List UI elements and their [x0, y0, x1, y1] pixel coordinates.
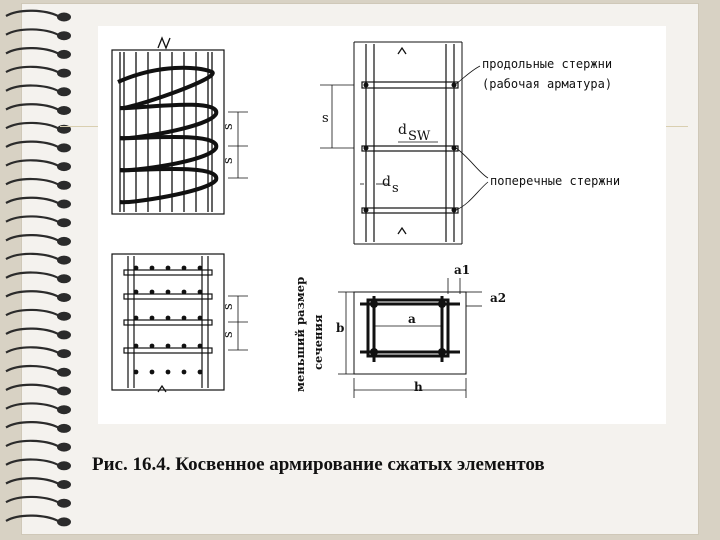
ring-hole-icon [57, 349, 71, 359]
ring-hole-icon [57, 461, 71, 471]
label-ds-d: d [382, 174, 391, 190]
ring-hole-icon [57, 293, 71, 302]
label-ds-sub: s [392, 181, 399, 196]
ring-icon [5, 28, 59, 36]
spiral-reinforcement-figure [111, 36, 248, 215]
ring-icon [5, 458, 59, 466]
ring-icon [5, 495, 59, 504]
label-dim-a: a [408, 312, 416, 326]
label-spiral-s1: s [221, 123, 236, 130]
ring-hole-icon [57, 480, 71, 489]
notebook-rings [5, 9, 71, 527]
ring-hole-icon [57, 87, 71, 97]
label-dsw-sub: SW [408, 129, 431, 144]
ring-hole-icon [57, 367, 71, 377]
label-smaller-size-line2: сечения [311, 314, 325, 370]
ring-icon [5, 402, 59, 410]
ring-icon [5, 177, 59, 186]
ring-icon [5, 234, 59, 242]
label-longitudinal-line2: (рабочая арматура) [482, 77, 612, 91]
decorative-line-left [60, 126, 98, 127]
ring-icon [5, 439, 59, 448]
ring-hole-icon [57, 143, 71, 153]
ring-icon [5, 308, 59, 317]
ring-icon [5, 364, 59, 373]
ring-icon [5, 327, 59, 335]
ring-hole-icon [57, 274, 71, 284]
ring-hole-icon [57, 236, 71, 246]
ring-icon [5, 196, 59, 205]
ring-icon [5, 290, 59, 298]
label-longitudinal-line1: продольные стержни [482, 57, 612, 71]
ring-hole-icon [57, 31, 71, 41]
ring-icon [5, 159, 59, 167]
reinforcement-diagram: продольные стержни (рабочая арматура) по… [111, 36, 620, 398]
label-dim-h: h [414, 380, 423, 394]
label-dim-a2: a2 [490, 291, 506, 305]
ring-hole-icon [57, 442, 71, 452]
label-smaller-size-line1: меньший размер [293, 277, 307, 392]
ring-hole-icon [57, 405, 71, 415]
label-mesh-s1: s [221, 303, 236, 310]
diagram-canvas: продольные стержни (рабочая арматура) по… [98, 26, 666, 424]
ring-hole-icon [57, 180, 71, 190]
ring-icon [5, 121, 59, 130]
ring-hole-icon [57, 199, 71, 209]
ring-icon [5, 383, 59, 392]
ring-icon [5, 140, 59, 148]
ring-icon [5, 271, 59, 279]
ring-icon [5, 47, 59, 55]
ring-hole-icon [57, 68, 71, 78]
label-spiral-s2: s [221, 157, 236, 164]
label-mesh-s2: s [221, 331, 236, 338]
ring-icon [5, 215, 59, 223]
ring-hole-icon [57, 517, 71, 527]
welded-frame-figure [320, 41, 489, 245]
ring-hole-icon [57, 49, 71, 59]
cross-section-figure [338, 278, 482, 398]
ring-hole-icon [57, 162, 71, 172]
ring-icon [5, 103, 59, 111]
ring-hole-icon [57, 386, 71, 396]
figure-caption: Рис. 16.4. Косвенное армирование сжатых … [92, 454, 545, 475]
ring-hole-icon [57, 423, 71, 433]
ring-icon [5, 477, 59, 485]
ring-icon [5, 9, 59, 18]
ring-hole-icon [57, 330, 71, 340]
label-dsw-d: d [398, 122, 407, 138]
label-dim-a1: a1 [454, 263, 470, 277]
ring-hole-icon [57, 498, 71, 508]
ring-hole-icon [57, 106, 71, 115]
ring-icon [5, 84, 59, 92]
label-spacing-s: s [322, 111, 329, 126]
decorative-line-right [666, 126, 688, 127]
ring-icon [5, 514, 59, 522]
ring-icon [5, 421, 59, 429]
ring-hole-icon [57, 255, 71, 265]
label-dim-b: b [336, 321, 344, 335]
ring-icon [5, 346, 59, 354]
label-transverse: поперечные стержни [490, 174, 620, 188]
ring-icon [5, 252, 59, 261]
mesh-reinforcement-figure [111, 253, 248, 393]
ring-hole-icon [57, 218, 71, 228]
ring-icon-group [5, 9, 71, 527]
ring-hole-icon [57, 311, 71, 321]
ring-hole-icon [57, 12, 71, 22]
ring-icon [5, 65, 59, 74]
